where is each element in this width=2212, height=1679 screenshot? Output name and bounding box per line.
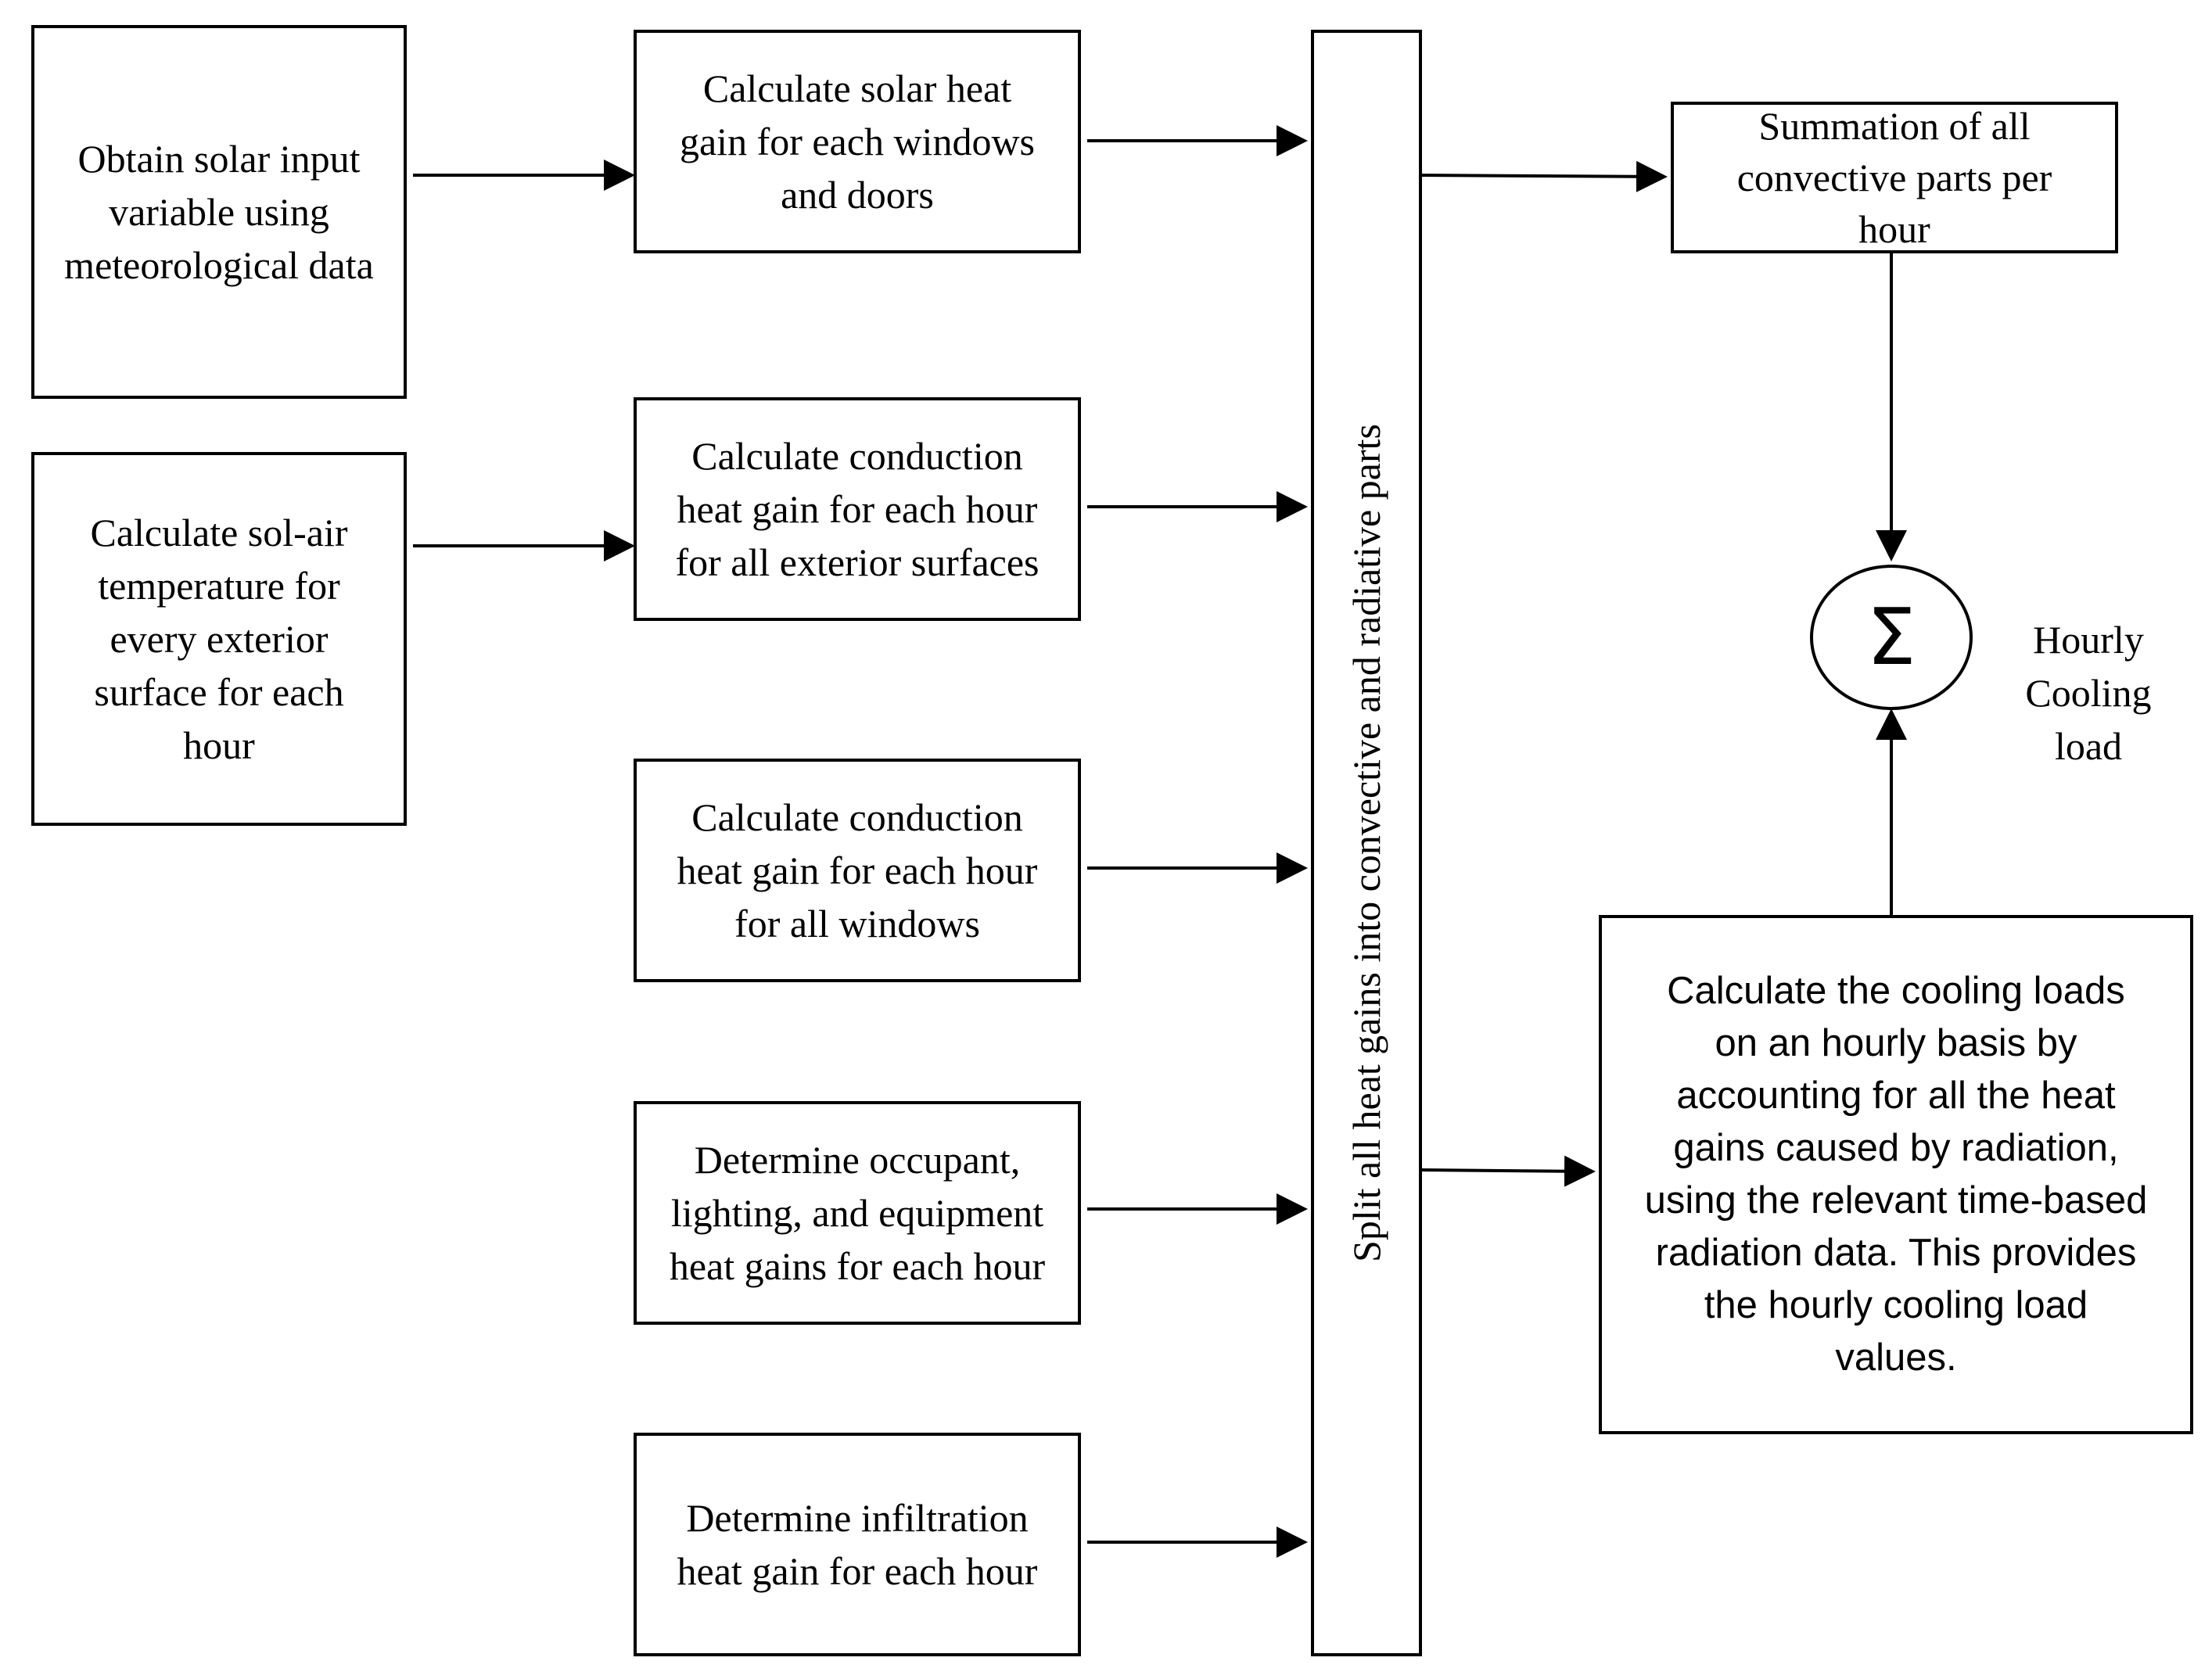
- arrow-split-to-convective: [1418, 160, 1668, 192]
- convective-sum-box-text: Summation of all convective parts per ho…: [1736, 104, 2052, 251]
- split-box: Split all heat gains into convective and…: [1311, 30, 1422, 1656]
- input-box-solar-variable-text: Obtain solar input variable using meteor…: [64, 137, 374, 287]
- convective-sum-box: Summation of all convective parts per ho…: [1671, 102, 2118, 253]
- arrow-split-to-radiative: [1418, 1155, 1596, 1187]
- input-box-sol-air-temperature-text: Calculate sol-air temperature for every …: [90, 511, 348, 767]
- heat-gain-box-infiltration-text: Determine infiltration heat gain for eac…: [677, 1496, 1038, 1593]
- heat-gain-box-solar: Calculate solar heat gain for each windo…: [634, 30, 1081, 253]
- heat-gain-box-conduction-windows-text: Calculate conduction heat gain for each …: [677, 795, 1038, 945]
- heat-gain-box-internal-text: Determine occupant, lighting, and equipm…: [669, 1138, 1046, 1288]
- radiative-cooling-box-text: Calculate the cooling loads on an hourly…: [1644, 970, 2148, 1379]
- heat-gain-box-conduction-surfaces: Calculate conduction heat gain for each …: [634, 397, 1081, 621]
- input-box-sol-air-temperature: Calculate sol-air temperature for every …: [31, 452, 407, 826]
- radiative-cooling-box: Calculate the cooling loads on an hourly…: [1599, 915, 2193, 1434]
- summation-node: Σ: [1810, 565, 1973, 710]
- heat-gain-box-conduction-surfaces-text: Calculate conduction heat gain for each …: [675, 434, 1040, 584]
- heat-gain-box-infiltration: Determine infiltration heat gain for eac…: [634, 1433, 1081, 1656]
- heat-gain-box-conduction-windows: Calculate conduction heat gain for each …: [634, 759, 1081, 982]
- heat-gain-box-solar-text: Calculate solar heat gain for each windo…: [679, 66, 1036, 217]
- summation-icon: Σ: [1866, 591, 1916, 683]
- output-label: Hourly Cooling load: [2002, 560, 2174, 773]
- output-label-text: Hourly Cooling load: [2025, 618, 2152, 768]
- split-box-text: Split all heat gains into convective and…: [1345, 424, 1388, 1262]
- input-box-solar-variable: Obtain solar input variable using meteor…: [31, 25, 407, 399]
- heat-gain-box-internal: Determine occupant, lighting, and equipm…: [634, 1101, 1081, 1325]
